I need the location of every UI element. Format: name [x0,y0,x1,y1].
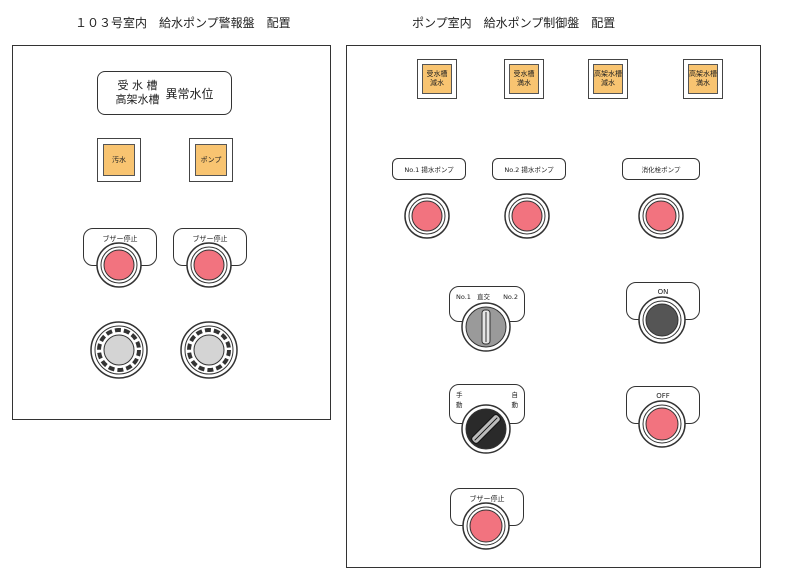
abnormal-water-level-label: 受 水 槽 高架水槽 異常水位 [97,71,232,115]
buzzer-stop-button-2[interactable] [186,242,232,288]
mode-manual-top: 手 [456,391,463,399]
alarm-panel-title: １０３号室内 給水ポンプ警報盤 配置 [75,16,291,30]
buzzer-speaker-icon-2 [180,321,238,379]
pump-lamp: ポンプ [189,138,233,182]
mode-auto-top: 自 [511,391,519,399]
pump1-tag: No.1 揚水ポンプ [392,158,466,180]
pump2-button[interactable] [504,193,550,239]
mode-manual-bottom: 動 [456,401,463,409]
lamp2-l2: 満水 [517,79,531,87]
pump1-button[interactable] [404,193,450,239]
receiving-tank-full-lamp: 受水槽満水 [504,59,544,99]
control-panel: 受水槽減水 受水槽満水 高架水槽減水 高架水槽満水 No.1 揚水ポンプ No.… [346,45,761,568]
sewage-lamp: 汚水 [97,138,141,182]
control-panel-title: ポンプ室内 給水ポンプ制御盤 配置 [412,16,616,30]
off-button[interactable] [638,400,686,448]
lamp4-l1: 高架水槽 [689,70,717,78]
lamp2-l1: 受水槽 [513,70,535,78]
pump-lamp-label: ポンプ [200,155,222,164]
control-buzzer-stop-button[interactable] [462,502,510,550]
control-buzzer-stop-label: ブザー停止 [469,495,505,503]
buzzer-stop-label-2: ブザー停止 [192,235,228,243]
hydrant-pump-tag: 消化栓ポンプ [622,158,700,180]
lamp4-l2: 満水 [696,79,710,87]
mode-switch[interactable] [461,404,511,454]
selector-right-label: No.2 [503,293,518,301]
header-right: 異常水位 [165,86,214,101]
lamp1-l2: 減水 [430,79,444,87]
selector-center-label: 直交 [477,293,490,301]
pump2-tag: No.2 揚水ポンプ [492,158,566,180]
buzzer-stop-button-1[interactable] [96,242,142,288]
header-line1: 受 水 槽 [117,79,158,92]
off-label: OFF [656,392,670,400]
mode-auto-bottom: 動 [511,401,519,409]
lamp3-l2: 減水 [601,79,615,87]
lamp1-l1: 受水槽 [426,70,448,78]
buzzer-speaker-icon-1 [90,321,148,379]
on-button[interactable] [638,296,686,344]
elevated-tank-full-lamp: 高架水槽満水 [683,59,723,99]
pump-selector-switch[interactable] [461,302,511,352]
on-label: ON [657,288,669,296]
alarm-panel: 受 水 槽 高架水槽 異常水位 汚水 ポンプ ブザー停止 ブザー停止 [12,45,331,420]
elevated-tank-low-lamp: 高架水槽減水 [588,59,628,99]
header-line2: 高架水槽 [115,93,160,106]
lamp3-l1: 高架水槽 [594,70,622,78]
receiving-tank-low-lamp: 受水槽減水 [417,59,457,99]
sewage-lamp-label: 汚水 [112,155,126,164]
hydrant-pump-button[interactable] [638,193,684,239]
selector-left-label: No.1 [456,293,471,301]
buzzer-stop-label-1: ブザー停止 [102,235,138,243]
